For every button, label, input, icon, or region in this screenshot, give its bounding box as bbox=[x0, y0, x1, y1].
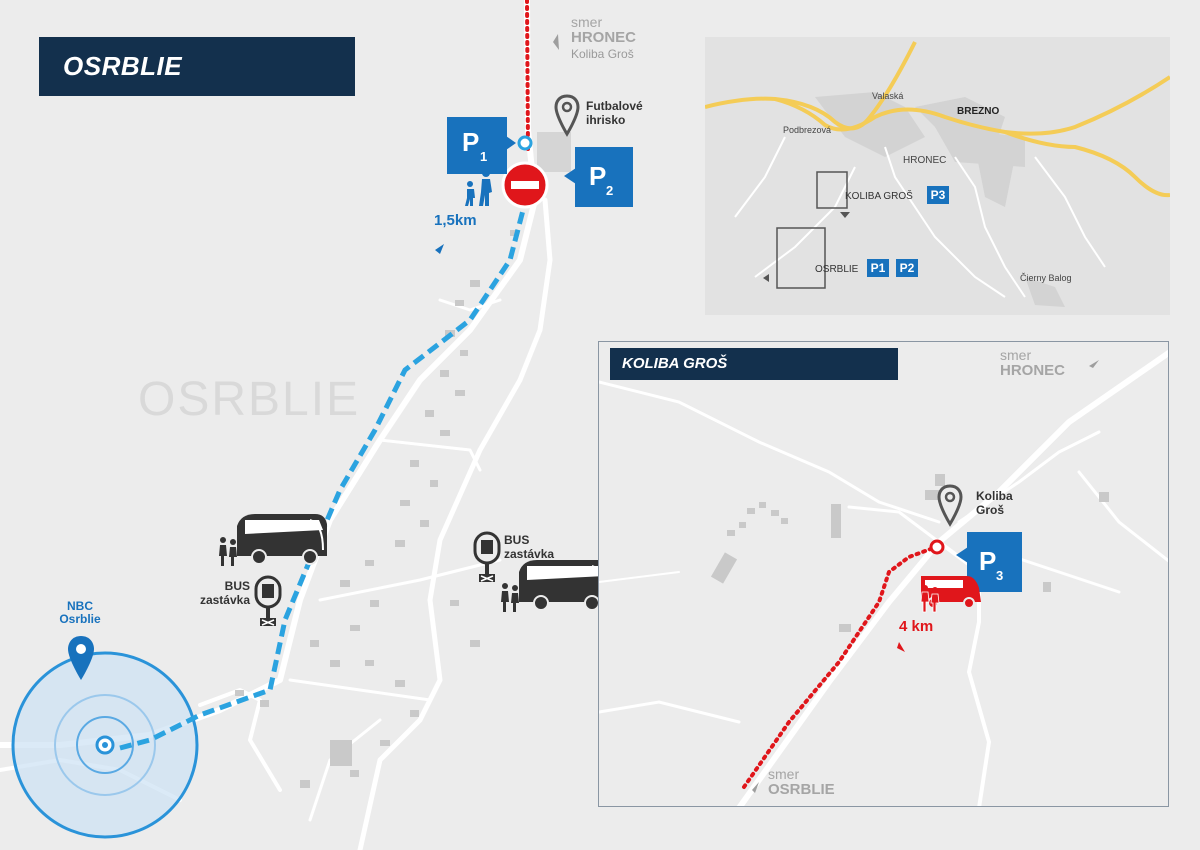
bus-stop-sign-icon bbox=[254, 575, 282, 626]
overview-p1: P1 bbox=[867, 259, 889, 277]
side-road bbox=[357, 197, 553, 850]
p2-pointer-icon bbox=[564, 168, 576, 184]
parking-p1: P 1 bbox=[447, 117, 507, 174]
bus-icon-right bbox=[501, 560, 609, 612]
p3-pointer-icon bbox=[956, 547, 968, 563]
bus-stop-right-line1: BUS bbox=[504, 533, 530, 547]
koliba-distance: 4 km bbox=[899, 618, 934, 635]
koliba-dir-bottom: smer OSRBLIE bbox=[768, 766, 835, 798]
walk-distance: 1,5km bbox=[434, 212, 477, 229]
koliba-place-line2: Groš bbox=[976, 503, 1005, 517]
bus-stop-sign-icon-right bbox=[473, 531, 501, 582]
nbc-line2: Osrblie bbox=[59, 612, 101, 626]
bus-icon bbox=[219, 514, 327, 566]
smer-sub: Koliba Groš bbox=[571, 47, 634, 61]
football-line2: ihrisko bbox=[586, 113, 626, 127]
town-valaska: Valaská bbox=[872, 91, 904, 101]
koliba-dir-top-smer: smer bbox=[1000, 347, 1032, 363]
football-pitch bbox=[537, 132, 571, 172]
overview-p2: P2 bbox=[896, 259, 918, 277]
red-route-koliba bbox=[742, 545, 938, 789]
smer-label: smer bbox=[571, 14, 603, 30]
p2-number: 2 bbox=[606, 183, 614, 198]
red-bus-icon bbox=[920, 576, 981, 613]
bus-stop-left-line2: zastávka bbox=[199, 593, 250, 607]
bus-stop-right-line2: zastávka bbox=[504, 547, 555, 561]
overview-roads bbox=[705, 41, 1170, 307]
smer-town: HRONEC bbox=[571, 29, 637, 46]
town-podbrezova: Podbrezová bbox=[783, 125, 832, 135]
koliba-inset-map: KOLIBA GROŠ smer HRONEC smer OSRBLIE Kol… bbox=[598, 341, 1169, 807]
koliba-dir-bottom-town: OSRBLIE bbox=[768, 781, 835, 798]
parking-p3: P 3 bbox=[967, 532, 1022, 592]
red-route-top bbox=[525, 0, 530, 152]
overview-koliba-label: KOLIBA GROŠ bbox=[845, 191, 913, 202]
town-hronec: HRONEC bbox=[903, 155, 947, 166]
town-brezno: BREZNO bbox=[957, 106, 1000, 117]
bus-stop-right-label: BUS zastávka bbox=[504, 533, 554, 561]
nbc-label: NBC Osrblie bbox=[58, 600, 102, 626]
walk-route bbox=[119, 194, 530, 751]
direction-hronec: smer HRONEC Koliba Groš bbox=[571, 14, 636, 62]
pedestrians-icon bbox=[465, 169, 492, 206]
nbc-pin-icon bbox=[68, 636, 94, 680]
overview-map: Valaská BREZNO Podbrezová HRONEC Čierny … bbox=[705, 37, 1170, 315]
koliba-roads bbox=[599, 349, 1168, 806]
koliba-dir-bottom-smer: smer bbox=[768, 766, 800, 782]
no-entry-sign bbox=[501, 161, 549, 209]
town-cierny-balog: Čierny Balog bbox=[1020, 273, 1072, 283]
nbc-line1: NBC bbox=[67, 599, 93, 613]
p1-pointer-icon bbox=[506, 136, 516, 150]
town-watermark: OSRBLIE bbox=[138, 373, 361, 426]
football-label: Futbalové ihrisko bbox=[586, 99, 643, 127]
parking-p2: P 2 bbox=[575, 147, 633, 207]
overview-osrblie-label: OSRBLIE bbox=[815, 264, 859, 275]
koliba-dir-top-town: HRONEC bbox=[1000, 362, 1066, 379]
koliba-pin-icon bbox=[937, 484, 963, 527]
football-line1: Futbalové bbox=[586, 99, 643, 113]
bus-stop-left-line1: BUS bbox=[224, 579, 250, 593]
bus-stop-left-label: BUS zastávka bbox=[194, 579, 250, 607]
p1-number: 1 bbox=[480, 149, 488, 164]
koliba-dir-top: smer HRONEC bbox=[1000, 347, 1065, 379]
page-title: OSRBLIE bbox=[39, 37, 355, 96]
p1-letter: P bbox=[462, 127, 480, 157]
koliba-title: KOLIBA GROŠ bbox=[610, 348, 898, 380]
p3-number: 3 bbox=[996, 568, 1004, 583]
location-pin-icon bbox=[554, 94, 580, 137]
p3-letter: P bbox=[979, 546, 997, 576]
overview-p3: P3 bbox=[927, 186, 949, 204]
p2-letter: P bbox=[589, 161, 607, 191]
koliba-place-label: Koliba Groš bbox=[976, 489, 1013, 517]
koliba-place-line1: Koliba bbox=[976, 489, 1013, 503]
